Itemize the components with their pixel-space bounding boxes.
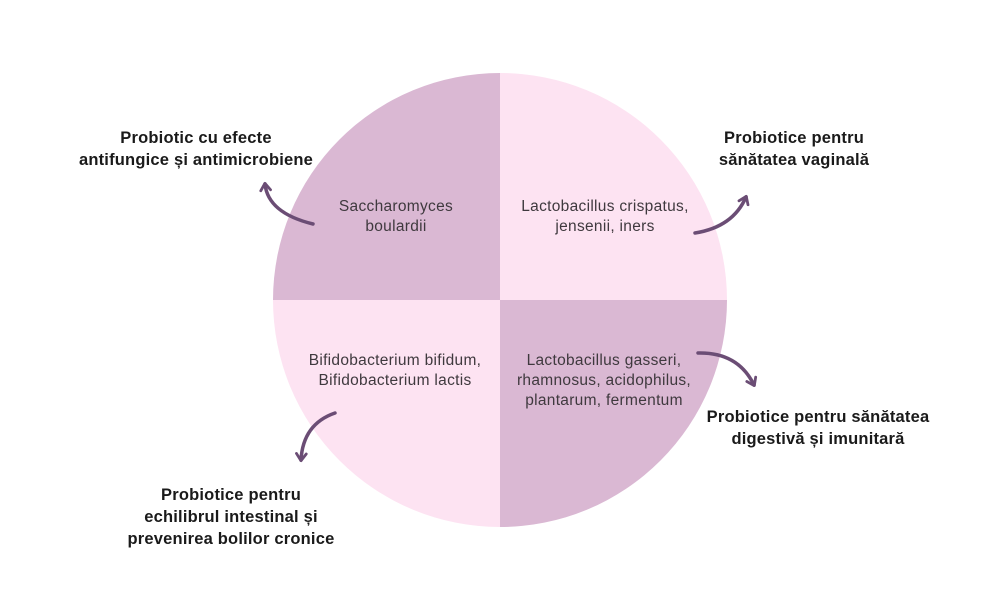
quadrant-top-left [273,73,500,300]
species-top-right: Lactobacillus crispatus, jensenii, iners [521,198,689,235]
callout-antifungal: Probiotic cu efecte antifungice și antim… [78,129,314,169]
callout-intestinal-balance: Probiotice pentru echilibrul intestinal … [127,486,335,548]
species-top-left: Saccharomyces boulardii [338,198,454,235]
callout-vaginal-health: Probiotice pentru sănătatea vaginală [718,129,870,169]
quadrant-bottom-right [500,300,727,527]
species-bottom-right: Lactobacillus gasseri, rhamnosus, acidop… [516,352,692,409]
species-bottom-left: Bifidobacterium bifidum, Bifidobacterium… [308,352,482,389]
callout-digestive-immune: Probiotice pentru sănătatea digestivă și… [706,408,930,448]
quadrant-top-right [500,73,727,300]
quadrant-circle [273,73,727,527]
